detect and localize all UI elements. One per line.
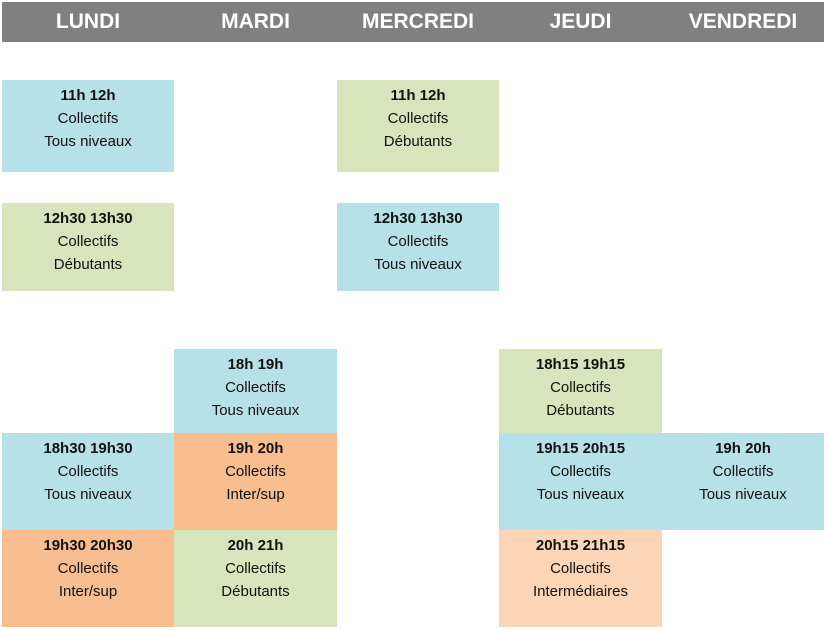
slot-time: 19h15 20h15 xyxy=(535,440,626,457)
slot-level: Tous niveaux xyxy=(374,256,462,273)
slot-level: Tous niveaux xyxy=(44,486,132,503)
slot-type: Collectifs xyxy=(550,560,611,577)
day-header-mercredi: MERCREDI xyxy=(361,10,474,33)
class-slot-lundi-2[interactable]: 12h30 13h30 Collectifs Débutants xyxy=(2,203,174,291)
slot-type: Collectifs xyxy=(550,463,611,480)
class-slot-jeudi-1[interactable]: 18h15 19h15 Collectifs Débutants xyxy=(499,349,662,433)
class-slot-mardi-3[interactable]: 20h 21h Collectifs Débutants xyxy=(174,530,337,627)
class-slot-jeudi-3[interactable]: 20h15 21h15 Collectifs Intermédiaires xyxy=(499,530,662,627)
slot-type: Collectifs xyxy=(225,379,286,396)
slot-type: Collectifs xyxy=(225,560,286,577)
day-header-jeudi: JEUDI xyxy=(549,10,612,33)
slot-type: Collectifs xyxy=(387,110,449,127)
day-header-mardi: MARDI xyxy=(221,10,290,33)
slot-time: 19h30 20h30 xyxy=(43,537,133,554)
class-slot-mercredi-2[interactable]: 12h30 13h30 Collectifs Tous niveaux xyxy=(337,203,499,291)
class-slot-mercredi-1[interactable]: 11h 12h Collectifs Débutants xyxy=(337,80,499,172)
slot-time: 12h30 13h30 xyxy=(43,210,133,227)
slot-type: Collectifs xyxy=(57,110,119,127)
slot-time: 18h 19h xyxy=(227,356,284,373)
slot-time: 18h15 19h15 xyxy=(535,356,626,373)
slot-type: Collectifs xyxy=(57,463,119,480)
slot-time: 19h 20h xyxy=(715,440,771,457)
class-slot-lundi-4[interactable]: 19h30 20h30 Collectifs Inter/sup xyxy=(2,530,174,627)
class-slot-lundi-3[interactable]: 18h30 19h30 Collectifs Tous niveaux xyxy=(2,433,174,530)
slot-level: Tous niveaux xyxy=(211,402,300,419)
slot-level: Tous niveaux xyxy=(536,486,625,503)
slot-type: Collectifs xyxy=(57,560,119,577)
class-slot-mardi-1[interactable]: 18h 19h Collectifs Tous niveaux xyxy=(174,349,337,433)
slot-level: Tous niveaux xyxy=(44,133,132,150)
slot-level: Intermédiaires xyxy=(532,583,629,600)
slot-level: Tous niveaux xyxy=(699,486,787,503)
slot-type: Collectifs xyxy=(57,233,119,250)
class-slot-vendredi-1[interactable]: 19h 20h Collectifs Tous niveaux xyxy=(662,433,824,530)
slot-level: Inter/sup xyxy=(58,583,118,600)
slot-type: Collectifs xyxy=(225,463,286,480)
class-slot-jeudi-2[interactable]: 19h15 20h15 Collectifs Tous niveaux xyxy=(499,433,662,530)
slot-level: Débutants xyxy=(53,256,123,273)
slot-level: Débutants xyxy=(383,133,453,150)
day-header-vendredi: VENDREDI xyxy=(688,10,798,33)
class-slot-mardi-2[interactable]: 19h 20h Collectifs Inter/sup xyxy=(174,433,337,530)
slot-time: 11h 12h xyxy=(60,87,116,104)
slot-time: 20h 21h xyxy=(227,537,284,554)
slot-level: Débutants xyxy=(546,402,615,419)
day-header-lundi: LUNDI xyxy=(55,10,121,33)
slot-type: Collectifs xyxy=(387,233,449,250)
days-header: LUNDI MARDI MERCREDI JEUDI VENDREDI xyxy=(2,2,824,42)
slot-type: Collectifs xyxy=(712,463,774,480)
slot-time: 11h 12h xyxy=(390,87,446,104)
slot-time: 12h30 13h30 xyxy=(373,210,463,227)
slot-level: Débutants xyxy=(221,583,290,600)
slot-time: 20h15 21h15 xyxy=(535,537,626,554)
slot-time: 19h 20h xyxy=(227,440,284,457)
slot-type: Collectifs xyxy=(550,379,611,396)
slot-level: Inter/sup xyxy=(226,486,285,503)
slot-time: 18h30 19h30 xyxy=(43,440,133,457)
class-slot-lundi-1[interactable]: 11h 12h Collectifs Tous niveaux xyxy=(2,80,174,172)
